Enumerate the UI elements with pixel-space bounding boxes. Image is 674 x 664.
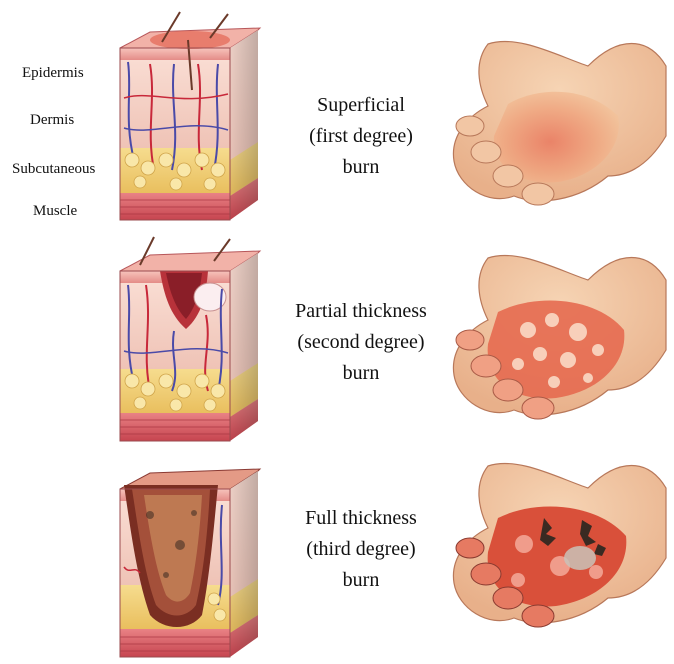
skin-section-full [110,455,270,660]
hand-first-degree [448,26,670,216]
caption-full-line-1: Full thickness [266,503,456,534]
caption-partial: Partial thickness (second degree) burn [266,296,456,389]
label-subcutaneous: Subcutaneous [12,160,95,178]
label-muscle: Muscle [33,202,77,220]
skin-section-partial [110,235,270,445]
hand-second-degree [448,240,670,430]
caption-partial-line-1: Partial thickness [266,296,456,327]
label-dermis: Dermis [30,111,74,129]
skin-section-superficial [110,10,270,225]
caption-full-line-2: (third degree) [266,534,456,565]
caption-superficial-line-2: (first degree) [266,121,456,152]
caption-full-line-3: burn [266,565,456,596]
label-epidermis: Epidermis [22,64,84,82]
caption-full: Full thickness (third degree) burn [266,503,456,596]
hand-third-degree [448,448,670,638]
caption-partial-line-2: (second degree) [266,327,456,358]
caption-superficial-line-3: burn [266,152,456,183]
caption-superficial-line-1: Superficial [266,90,456,121]
caption-superficial: Superficial (first degree) burn [266,90,456,183]
caption-partial-line-3: burn [266,358,456,389]
